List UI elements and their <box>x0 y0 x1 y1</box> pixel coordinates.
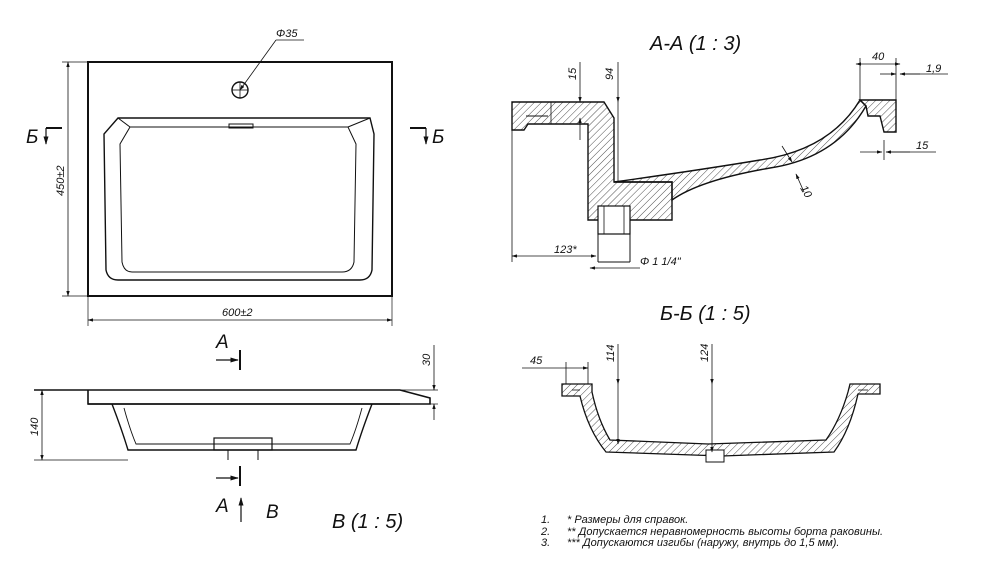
aa-dim-15-right: 15 <box>916 140 929 152</box>
front-height-label: 140 <box>29 417 41 436</box>
front-rim-label: 30 <box>421 353 433 366</box>
depth-dim-label: 450±2 <box>55 165 67 196</box>
section-aa <box>511 58 948 270</box>
front-drain <box>213 437 273 451</box>
note-1: 1. * Размеры для справок. <box>541 514 941 527</box>
note-2-number: 2. <box>541 525 551 538</box>
bb-dim-124: 124 <box>699 344 711 362</box>
section-b-right-label: Б <box>432 127 444 148</box>
section-aa-title: А-А (1 : 3) <box>649 33 741 55</box>
aa-dim-94: 94 <box>604 68 616 80</box>
top-view <box>43 39 429 326</box>
section-aa-right-rim <box>858 99 897 133</box>
note-2-text: ** Допускается неравномерность высоты бо… <box>567 525 884 538</box>
note-3-number: 3. <box>541 537 551 549</box>
section-a-bottom-label: А <box>215 496 229 517</box>
aa-dim-40: 40 <box>872 51 885 63</box>
hole-dim-label: Φ35 <box>276 28 298 40</box>
front-rim <box>34 389 431 405</box>
basin-outline <box>87 61 393 297</box>
section-b-left-label: Б <box>26 127 38 148</box>
front-view-caption: В (1 : 5) <box>332 511 403 533</box>
note-3: 3. *** Допускаются изгибы (наружу, внутр… <box>541 537 941 550</box>
aa-dim-15-top: 15 <box>567 67 579 80</box>
basin-bowl-outer <box>103 117 375 281</box>
bb-dim-45: 45 <box>530 355 543 367</box>
note-3-text: *** Допускаются изгибы (наружу, внутрь д… <box>567 537 840 549</box>
aa-drain-label: Φ 1 1/4" <box>640 256 682 268</box>
aa-dim-1-9: 1,9 <box>926 63 941 75</box>
view-arrow-label: В <box>266 502 279 523</box>
section-aa-drain <box>597 205 631 235</box>
section-bb-profile <box>561 383 881 457</box>
width-dim-label: 600±2 <box>222 307 253 319</box>
notes-block: 1. * Размеры для справок. 2. ** Допускае… <box>541 514 941 550</box>
aa-dim-10: 10 <box>797 184 814 201</box>
section-a-top-label: А <box>215 332 229 353</box>
note-1-text: * Размеры для справок. <box>567 514 689 526</box>
front-view <box>34 345 438 522</box>
basin-bowl-inner <box>119 126 357 273</box>
bb-dim-114: 114 <box>605 344 617 362</box>
note-2: 2. ** Допускается неравномерность высоты… <box>541 525 941 539</box>
aa-dim-123: 123* <box>554 244 577 256</box>
overflow-slot <box>228 123 254 129</box>
section-bb-title: Б-Б (1 : 5) <box>660 303 751 325</box>
note-1-number: 1. <box>541 514 551 526</box>
section-bb <box>522 344 881 463</box>
front-bowl <box>111 403 373 451</box>
section-bb-drain <box>705 449 725 463</box>
section-aa-left-wall <box>511 101 673 221</box>
